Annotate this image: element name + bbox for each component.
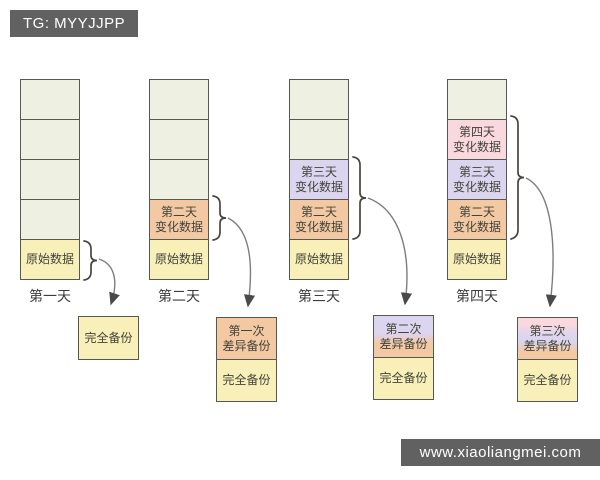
day4-brace	[510, 115, 525, 240]
day2-backup-box: 第一次 差异备份 完全备份	[216, 317, 277, 402]
day4-changes-cell: 第四天 变化数据	[447, 119, 507, 160]
day2-changes-cell: 第二天 变化数据	[447, 199, 507, 240]
empty-cell	[149, 159, 209, 200]
day1-label: 第一天	[29, 288, 71, 304]
original-data-cell: 原始数据	[20, 239, 80, 280]
day3-brace	[352, 156, 367, 240]
website-watermark: www.xiaoliangmei.com	[401, 439, 600, 466]
day2-changes-cell: 第二天 变化数据	[149, 199, 209, 240]
day3-backup-arrow	[367, 197, 413, 306]
day4-data-stack: 第四天 变化数据 第三天 变化数据 第二天 变化数据 原始数据	[447, 79, 507, 280]
day2-backup-arrow	[227, 217, 256, 308]
empty-cell	[20, 79, 80, 120]
diff-backup-3-cell: 第三次 差异备份	[517, 317, 578, 360]
day3-changes-cell: 第三天 变化数据	[447, 159, 507, 200]
original-data-cell: 原始数据	[289, 239, 349, 280]
empty-cell	[20, 199, 80, 240]
day2-label: 第二天	[158, 288, 200, 304]
day2-data-stack: 第二天 变化数据 原始数据	[149, 79, 209, 280]
full-backup-cell: 完全备份	[373, 357, 434, 400]
day3-changes-cell: 第三天 变化数据	[289, 159, 349, 200]
full-backup-cell: 完全备份	[216, 359, 277, 402]
original-data-cell: 原始数据	[149, 239, 209, 280]
empty-cell	[289, 79, 349, 120]
empty-cell	[20, 159, 80, 200]
diff-backup-2-cell: 第二次 差异备份	[373, 315, 434, 358]
day1-brace	[83, 240, 98, 281]
day4-backup-box: 第三次 差异备份 完全备份	[517, 317, 578, 402]
day4-label: 第四天	[456, 288, 498, 304]
diff-backup-1-cell: 第一次 差异备份	[216, 317, 277, 360]
day4-backup-arrow	[525, 177, 557, 308]
day3-backup-box: 第二次 差异备份 完全备份	[373, 315, 434, 400]
day1-backup-box: 完全备份	[78, 316, 139, 360]
day2-brace	[212, 195, 227, 241]
day1-data-stack: 原始数据	[20, 79, 80, 280]
empty-cell	[149, 119, 209, 160]
day3-data-stack: 第三天 变化数据 第二天 变化数据 原始数据	[289, 79, 349, 280]
empty-cell	[20, 119, 80, 160]
empty-cell	[149, 79, 209, 120]
full-backup-cell: 完全备份	[78, 316, 139, 360]
empty-cell	[289, 119, 349, 160]
telegram-tag-badge: TG: MYYJJPP	[10, 10, 139, 37]
empty-cell	[447, 79, 507, 120]
day3-label: 第三天	[298, 288, 340, 304]
original-data-cell: 原始数据	[447, 239, 507, 280]
full-backup-cell: 完全备份	[517, 359, 578, 402]
day2-changes-cell: 第二天 变化数据	[289, 199, 349, 240]
day1-backup-arrow	[98, 258, 120, 306]
